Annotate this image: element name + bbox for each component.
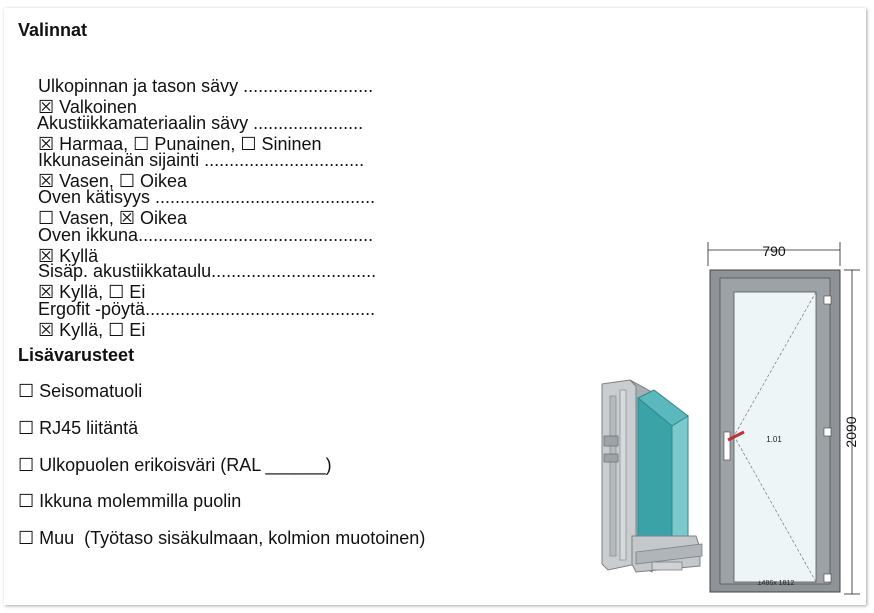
option-label: Oven ikkuna.............................… — [38, 225, 374, 245]
option-row: Sisäp. akustiikkataulu..................… — [18, 240, 376, 324]
option-label: Ikkunaseinän sijainti ..................… — [38, 150, 365, 170]
accessory-item: ☐ Ulkopuolen erikoisväri (RAL ______) — [18, 455, 332, 475]
height-dimension-label: 2090 — [843, 416, 859, 447]
option-row: Oven kätisyys ..........................… — [18, 166, 375, 250]
accessory-item: ☐ Ikkuna molemmilla puolin — [18, 491, 242, 511]
document-page: Valinnat Ulkopinnan ja tason sävy ......… — [4, 8, 866, 605]
width-dimension-label: 790 — [762, 243, 786, 259]
option-label: Akustiikkamateriaalin sävy .............… — [37, 113, 364, 133]
option-value: ☒ Harmaa, ☐ Punainen, ☐ Sininen — [38, 134, 322, 154]
glass-size-label: 1.01 — [766, 435, 782, 444]
option-value: ☒ Kyllä, ☐ Ei — [38, 282, 146, 302]
valinnat-heading: Valinnat — [18, 20, 88, 40]
option-row: Ikkunaseinän sijainti ..................… — [18, 129, 364, 213]
door-drawing: 790 2090 1.01 ±486x 1812 — [707, 242, 860, 595]
glass-dimension-label: ±486x 1812 — [758, 580, 795, 587]
profile-illustration — [601, 379, 703, 573]
option-label: Ergofit -pöytä..........................… — [38, 299, 376, 319]
option-value: ☒ Valkoinen — [38, 97, 137, 117]
option-value: ☒ Kyllä, ☐ Ei — [38, 320, 146, 340]
option-label: Oven kätisyys ..........................… — [38, 187, 376, 207]
option-row: Oven ikkuna.............................… — [18, 204, 373, 288]
accessory-item: ☐ Muu (Työtaso sisäkulmaan, kolmion muot… — [18, 528, 426, 548]
accessory-item: ☐ RJ45 liitäntä — [18, 418, 139, 438]
option-row: Ergofit -pöytä..........................… — [18, 278, 375, 362]
option-value: ☐ Vasen, ☒ Oikea — [38, 208, 188, 228]
lisavarusteet-heading: Lisävarusteet — [18, 345, 135, 365]
accessory-item: ☐ Seisomatuoli — [18, 381, 143, 401]
option-label: Ulkopinnan ja tason sävy ...............… — [38, 76, 374, 96]
option-value: ☒ Kyllä — [38, 246, 99, 266]
option-row: Akustiikkamateriaalin sävy .............… — [18, 92, 363, 176]
option-row: Ulkopinnan ja tason sävy ...............… — [18, 55, 373, 139]
option-label: Sisäp. akustiikkataulu..................… — [38, 261, 377, 281]
option-value: ☒ Vasen, ☐ Oikea — [38, 171, 188, 191]
